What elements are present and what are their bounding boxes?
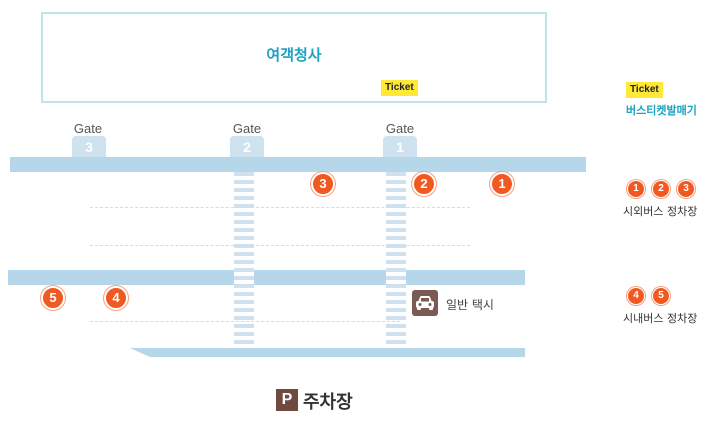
middle-bus-lane [8, 270, 525, 285]
intercity-stop-1: 1 [490, 172, 514, 196]
legend-intercity-stop-2: 2 [652, 180, 670, 198]
legend-intercity-stop-3: 3 [677, 180, 695, 198]
legend-city-text: 시내버스 정차장 [623, 312, 698, 325]
intercity-stop-3: 3 [311, 172, 335, 196]
gate-1-tab: 1 [383, 136, 417, 157]
lower-lane-taper [130, 348, 150, 357]
lane-divider [90, 321, 400, 322]
legend-ticket-marker: Ticket [626, 82, 663, 98]
legend-city-stop-4: 4 [627, 287, 645, 305]
gate-2-label: Gate [232, 121, 262, 136]
intercity-stop-2: 2 [412, 172, 436, 196]
legend-city-stop-5: 5 [652, 287, 670, 305]
legend-intercity-stop-1: 1 [627, 180, 645, 198]
city-stop-4: 4 [104, 286, 128, 310]
crosswalk-gate-1 [386, 172, 406, 348]
gate-1-label: Gate [385, 121, 415, 136]
legend-ticket-text: 버스티켓발매기 [626, 104, 697, 117]
taxi-stand-label: 일반 택시 [446, 298, 494, 312]
crosswalk-gate-2 [234, 172, 254, 348]
passenger-terminal-building: 여객청사 Ticket [41, 12, 547, 103]
lane-divider [90, 245, 470, 246]
legend-intercity-text: 시외버스 정차장 [623, 205, 698, 218]
lane-divider [90, 207, 470, 208]
gate-3-label: Gate [73, 121, 103, 136]
ticket-machine-marker: Ticket [381, 80, 418, 96]
gate-3-tab: 3 [72, 136, 106, 157]
terminal-title: 여객청사 [266, 46, 322, 64]
city-stop-5: 5 [41, 286, 65, 310]
car-icon [412, 290, 438, 316]
gate-2-tab: 2 [230, 136, 264, 157]
parking-label: 주차장 [303, 392, 353, 413]
lower-lane [150, 348, 525, 357]
parking-icon: P [276, 389, 298, 411]
upper-bus-lane [10, 157, 586, 172]
